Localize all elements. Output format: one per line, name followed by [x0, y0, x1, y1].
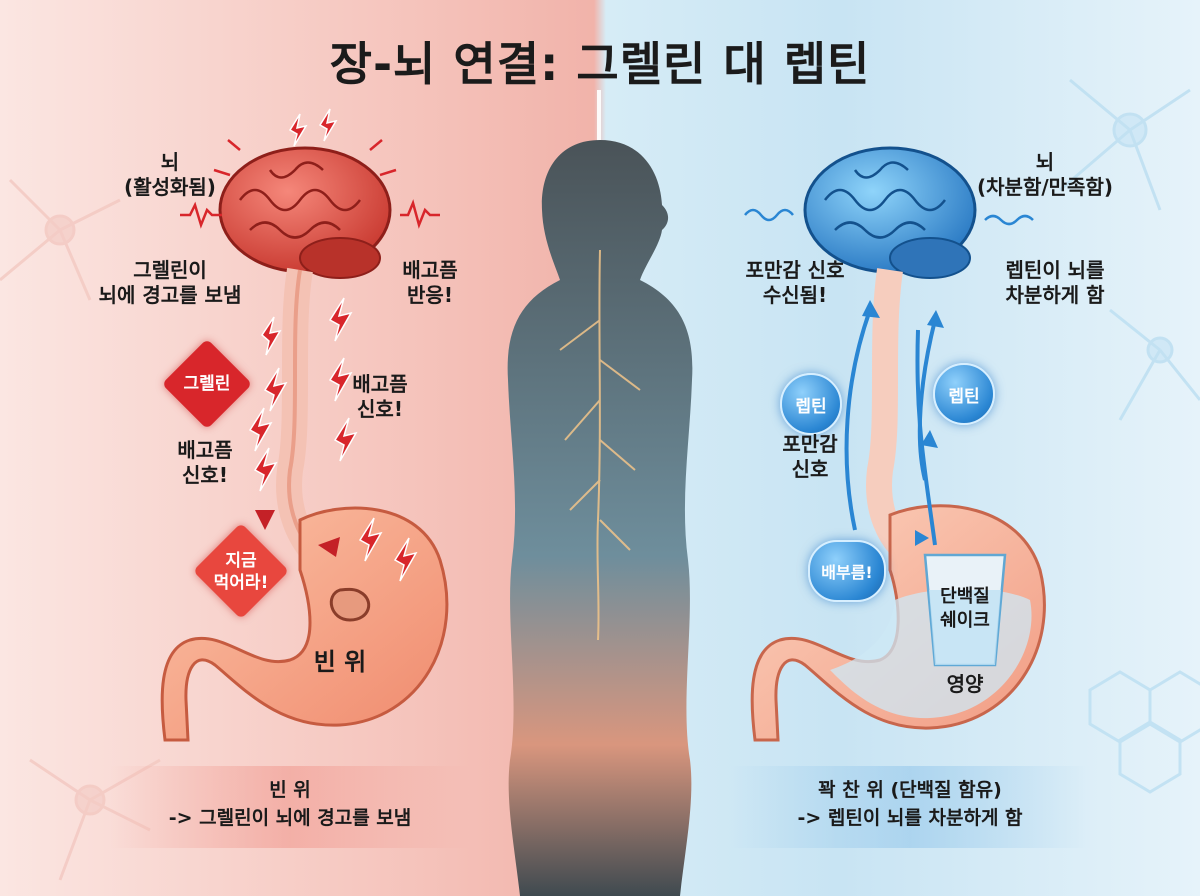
neuron-icon [1059, 78, 1200, 794]
hunger-signal-label-b: 배고픔 신호! [330, 372, 430, 422]
human-silhouette-icon [507, 140, 693, 896]
leptin-calms-label: 렙틴이 뇌를 차분하게 함 [975, 258, 1135, 308]
right-brain-label: 뇌 (차분함/만족함) [955, 150, 1135, 200]
left-brain-label-line2: (활성화됨) [124, 175, 216, 199]
left-banner-line1: 빈 위 [269, 779, 311, 801]
ghrelin-alert-label: 그렐린이 뇌에 경고를 보냄 [60, 258, 280, 308]
full-badge: 배부름! [808, 540, 886, 602]
eat-now-line1: 지금 [225, 551, 257, 571]
arrow-up-icon [862, 300, 944, 546]
nerve-icon [559, 249, 641, 641]
satiety-signal-label: 포만감 신호 [760, 432, 860, 482]
protein-shake-line1: 단백질 [940, 586, 990, 607]
right-banner-line1: 꽉 찬 위 (단백질 함유) [818, 779, 1002, 801]
right-brain-label-line1: 뇌 [1035, 150, 1055, 174]
left-banner: 빈 위 -> 그렐린이 뇌에 경고를 보냄 [110, 766, 470, 848]
leptin-badge-b: 렙틴 [933, 363, 995, 425]
left-brain-label-line1: 뇌 [160, 150, 180, 174]
hunger-response-label: 배고픔 반응! [375, 258, 485, 308]
page-title: 장-뇌 연결: 그렐린 대 렙틴 [329, 37, 871, 91]
glass-icon [923, 553, 1007, 667]
stomach-icon [329, 587, 371, 622]
hunger-signal-a-line1: 배고픔 [177, 438, 233, 462]
stomach-icon [160, 506, 449, 742]
satiety-signal-line2: 신호 [791, 457, 829, 481]
ghrelin-alert-line2: 뇌에 경고를 보냄 [98, 283, 242, 307]
satiety-received-line2: 수신됨! [762, 283, 828, 307]
hunger-response-line1: 배고픔 [402, 258, 458, 282]
leptin-badge-a: 렙틴 [780, 373, 842, 435]
left-banner-line2: -> 그렐린이 뇌에 경고를 보냄 [168, 807, 412, 829]
eat-now-label: 지금 먹어라! [195, 550, 287, 594]
left-brain-label: 뇌 (활성화됨) [100, 150, 240, 200]
satiety-signal-line1: 포만감 [782, 432, 838, 456]
empty-stomach-label: 빈 위 [313, 648, 367, 676]
hunger-signal-b-line2: 신호! [357, 397, 403, 421]
arrow-down-icon [255, 510, 340, 557]
right-banner: 꽉 찬 위 (단백질 함유) -> 렙틴이 뇌를 차분하게 함 [730, 766, 1090, 848]
lightning-icon [248, 108, 418, 582]
nutrition-label: 영양 [946, 672, 984, 696]
arrow-up-icon [844, 309, 937, 546]
satiety-received-label: 포만감 신호 수신됨! [720, 258, 870, 308]
hunger-signal-b-line1: 배고픔 [352, 372, 408, 396]
ghrelin-alert-line1: 그렐린이 [133, 258, 207, 282]
ghrelin-badge-label: 그렐린 [183, 374, 231, 394]
eat-now-line2: 먹어라! [213, 573, 269, 593]
leptin-calms-line1: 렙틴이 뇌를 [1005, 258, 1105, 282]
hunger-response-line2: 반응! [407, 283, 453, 307]
protein-shake-line2: 쉐이크 [940, 610, 990, 631]
lightning-icon [180, 139, 440, 229]
hunger-signal-a-line2: 신호! [182, 463, 228, 487]
hunger-signal-label-a: 배고픔 신호! [145, 438, 265, 488]
right-banner-line2: -> 렙틴이 뇌를 차분하게 함 [797, 807, 1023, 829]
protein-shake-label: 단백질 쉐이크 [925, 585, 1005, 633]
right-brain-label-line2: (차분함/만족함) [977, 175, 1113, 199]
leptin-calms-line2: 차분하게 함 [1005, 283, 1105, 307]
satiety-received-line1: 포만감 신호 [745, 258, 845, 282]
wave-icon [744, 208, 1034, 226]
